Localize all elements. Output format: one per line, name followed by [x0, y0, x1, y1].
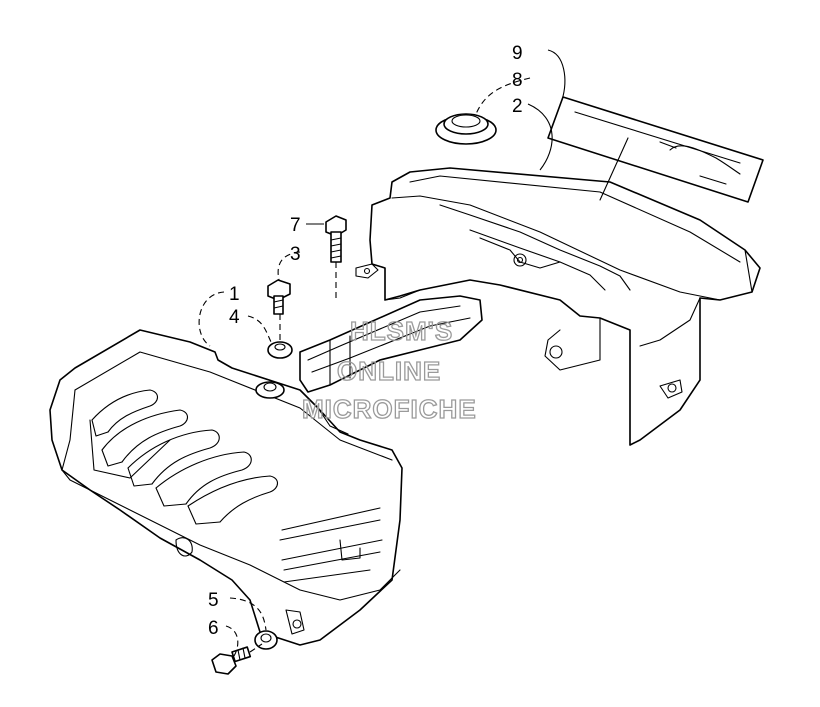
grommet — [435, 113, 497, 145]
callout-9: 9 — [512, 43, 523, 64]
watermark-line-3: MICROFICHE — [302, 394, 477, 424]
callout-numbers: 1 2 3 4 5 6 7 8 9 — [208, 43, 523, 639]
callout-1: 1 — [229, 284, 240, 305]
callout-7: 7 — [290, 215, 301, 236]
callout-4: 4 — [229, 307, 240, 328]
callout-5: 5 — [208, 590, 219, 611]
lower-heat-shield — [49, 329, 403, 646]
watermark-line-2: ONLINE — [337, 356, 441, 386]
callout-8: 8 — [512, 70, 523, 91]
callout-6: 6 — [208, 618, 219, 639]
flange-bolt — [211, 646, 252, 675]
decal-label — [547, 96, 764, 203]
watermark: HLSM'S ONLINE MICROFICHE — [301, 315, 477, 424]
callout-2: 2 — [512, 96, 523, 117]
short-bolt — [267, 279, 291, 315]
long-bolt — [325, 215, 347, 263]
flange-nut — [267, 341, 293, 359]
watermark-line-1: HLSM'S — [350, 316, 453, 346]
leader-lines — [198, 49, 629, 657]
callout-3: 3 — [290, 244, 301, 265]
upper-heat-shield — [299, 167, 761, 446]
